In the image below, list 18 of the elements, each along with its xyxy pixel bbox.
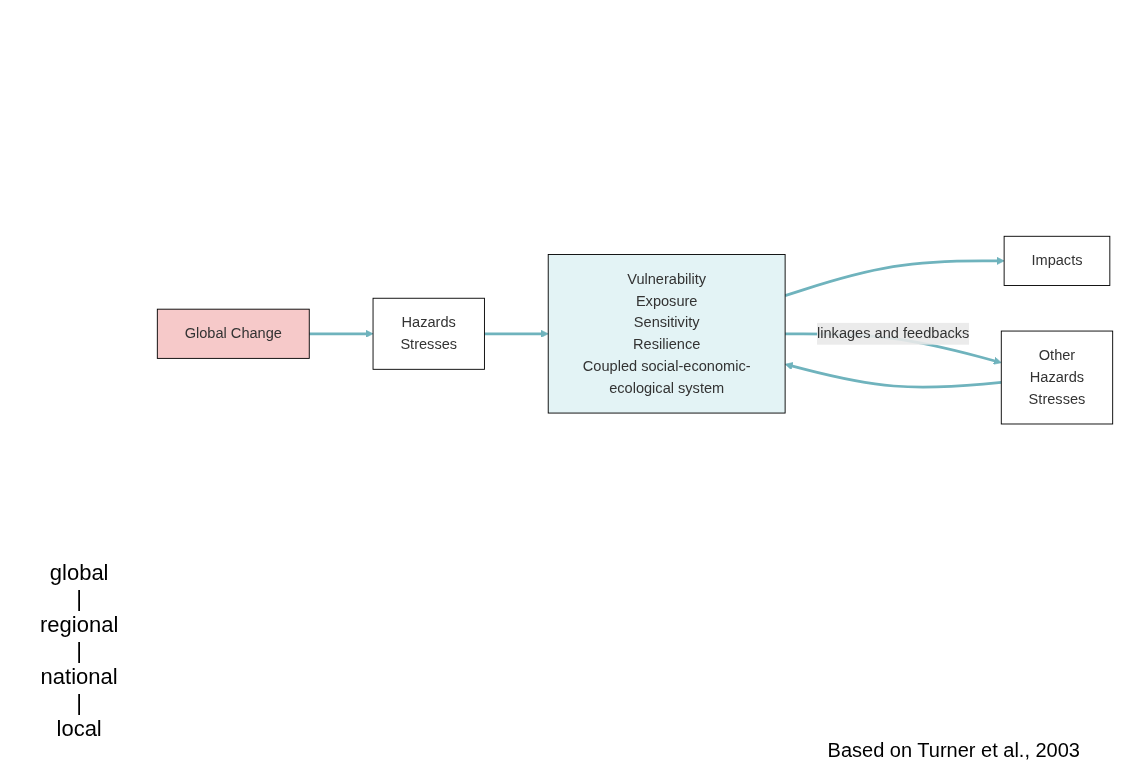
node-box: Global Change <box>156 308 310 359</box>
scale-label: | <box>76 638 82 664</box>
scale-label: local <box>56 716 102 742</box>
scale-label: global <box>49 560 109 586</box>
scale-label: regional <box>40 612 119 638</box>
caption: Based on Turner et al., 2003 <box>827 739 1080 762</box>
edge-label: linkages and feedbacks <box>817 325 970 341</box>
node-box: Vulnerability Exposure Sensitivity Resilience Coupled social-economic-ecological system <box>547 253 786 414</box>
arrow <box>784 362 1002 389</box>
scale-label: national <box>40 664 118 690</box>
arrow <box>784 256 1005 297</box>
arrow <box>309 329 374 338</box>
scale-label: | <box>76 586 82 612</box>
scale-label: | <box>76 690 82 716</box>
node-box: Other Hazards Stresses <box>1000 330 1114 425</box>
arrow <box>484 329 549 338</box>
node-box: Hazards Stresses <box>372 297 485 370</box>
node-box: Impacts <box>1003 235 1111 286</box>
